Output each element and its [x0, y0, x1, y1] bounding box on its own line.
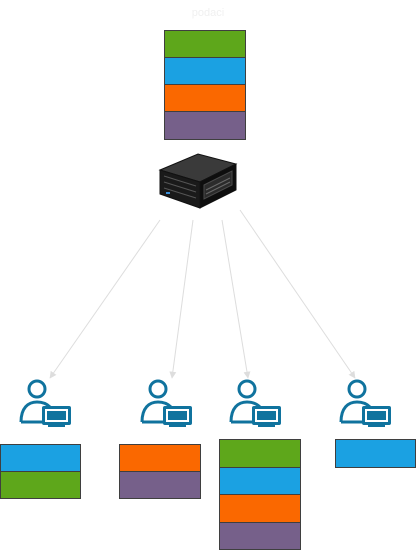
- client-2-block-orange: [119, 444, 201, 472]
- diagram-title: podaci: [191, 7, 225, 19]
- user-computer-icon: [339, 379, 391, 427]
- source-block-purple: [164, 111, 246, 140]
- user-computer-icon: [229, 379, 281, 427]
- client-2-block-purple: [119, 471, 201, 499]
- client-3-block-green: [219, 439, 301, 468]
- source-block-blue: [164, 57, 246, 85]
- arrow-to-client-4: [239, 209, 356, 379]
- server-icon: [158, 153, 238, 209]
- arrow-to-client-3: [221, 219, 251, 379]
- client-3-block-purple: [219, 522, 301, 550]
- client-3-block-blue: [219, 467, 301, 495]
- user-computer-icon: [19, 379, 71, 427]
- client-4-block-blue: [335, 439, 416, 468]
- client-3-block-orange: [219, 494, 301, 523]
- source-block-green: [164, 30, 246, 58]
- user-computer-icon: [140, 379, 192, 427]
- source-block-orange: [164, 84, 246, 112]
- arrow-to-client-2: [169, 219, 194, 379]
- arrow-to-client-1: [49, 219, 161, 379]
- client-1-block-green: [0, 471, 81, 499]
- client-1-block-blue: [0, 444, 81, 472]
